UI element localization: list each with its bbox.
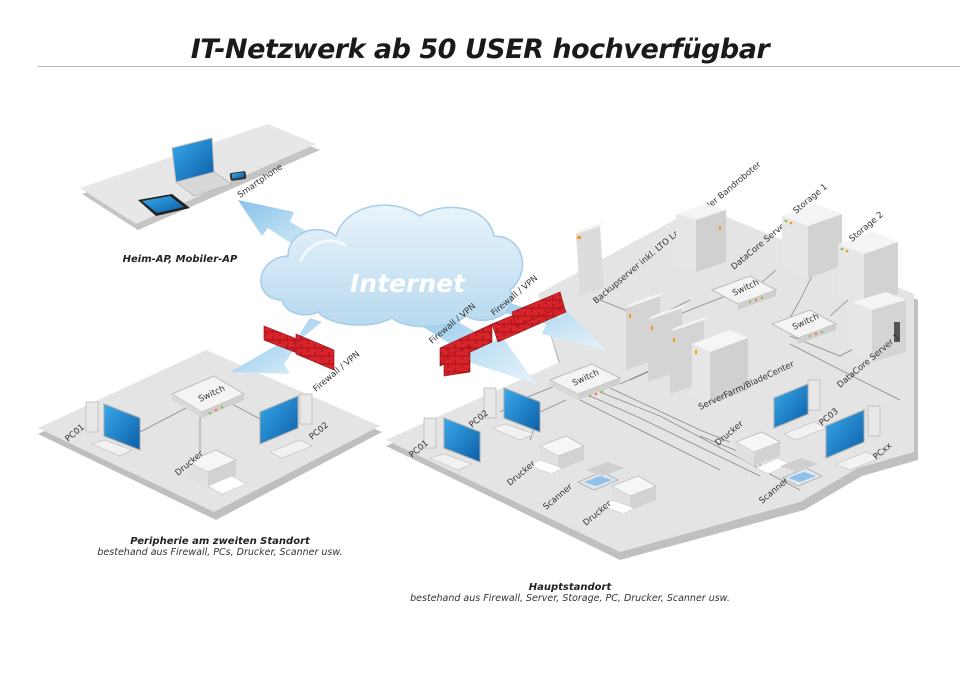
tablet <box>138 194 190 216</box>
home-caption-title: Heim-AP, Mobiler-AP <box>122 254 238 265</box>
blade-4 <box>692 330 748 404</box>
home-caption: Heim-AP, Mobiler-AP <box>110 254 250 265</box>
branch-switch: Switch <box>170 375 246 418</box>
smartphone <box>229 171 247 181</box>
branch-pc01: PC01 <box>64 401 141 457</box>
hq-pc02 <box>483 387 541 441</box>
hq-pcxx <box>825 405 881 471</box>
branch-cables <box>139 401 263 452</box>
hq-switch-core-top: Switch <box>710 275 778 310</box>
branch-caption: Peripherie am zweiten Standort bestehand… <box>70 536 370 558</box>
datacore-server-2 <box>676 204 726 272</box>
hq-scanner-1 <box>577 462 624 491</box>
hq-pc01 <box>423 417 481 471</box>
backup-server <box>576 222 604 296</box>
branch-caption-sub: bestehand aus Firewall, PCs, Drucker, Sc… <box>97 547 343 558</box>
branch-caption-title: Peripherie am zweiten Standort <box>130 536 310 547</box>
hq-switch-core-right: Switch <box>770 309 838 344</box>
hq-zone: Backupserver inkl. LTO Laufwerk oder Ban… <box>386 160 918 560</box>
hq-switch-access: Switch <box>548 363 622 400</box>
arrow-to-branch <box>230 318 322 374</box>
branch-floor <box>38 350 380 512</box>
branch-zone: Switch PC01 PC02 Drucker <box>38 350 382 520</box>
storage-2 <box>838 232 898 306</box>
hq-caption: Hauptstandort bestehand aus Firewall, Se… <box>400 582 740 604</box>
hq-printer-1 <box>529 435 585 475</box>
internet-label: Internet <box>350 269 466 298</box>
internet-cloud: Internet <box>260 204 524 328</box>
laptop <box>171 137 233 197</box>
hq-caption-sub: bestehand aus Firewall, Server, Storage,… <box>410 593 730 604</box>
page-title: IT-Netzwerk ab 50 USER hochverfügbar <box>190 34 770 65</box>
hq-scanner-2 <box>780 458 823 487</box>
storage-1 <box>782 204 842 278</box>
home-zone: Smartphone <box>80 124 320 230</box>
hq-printer-3 <box>735 431 791 475</box>
hq-printer-2 <box>601 475 657 515</box>
datacore-server-1 <box>852 292 906 362</box>
server-farm <box>626 292 748 404</box>
title-divider <box>38 66 960 67</box>
hq-pc03 <box>773 379 827 441</box>
hq-caption-title: Hauptstandort <box>528 582 612 593</box>
